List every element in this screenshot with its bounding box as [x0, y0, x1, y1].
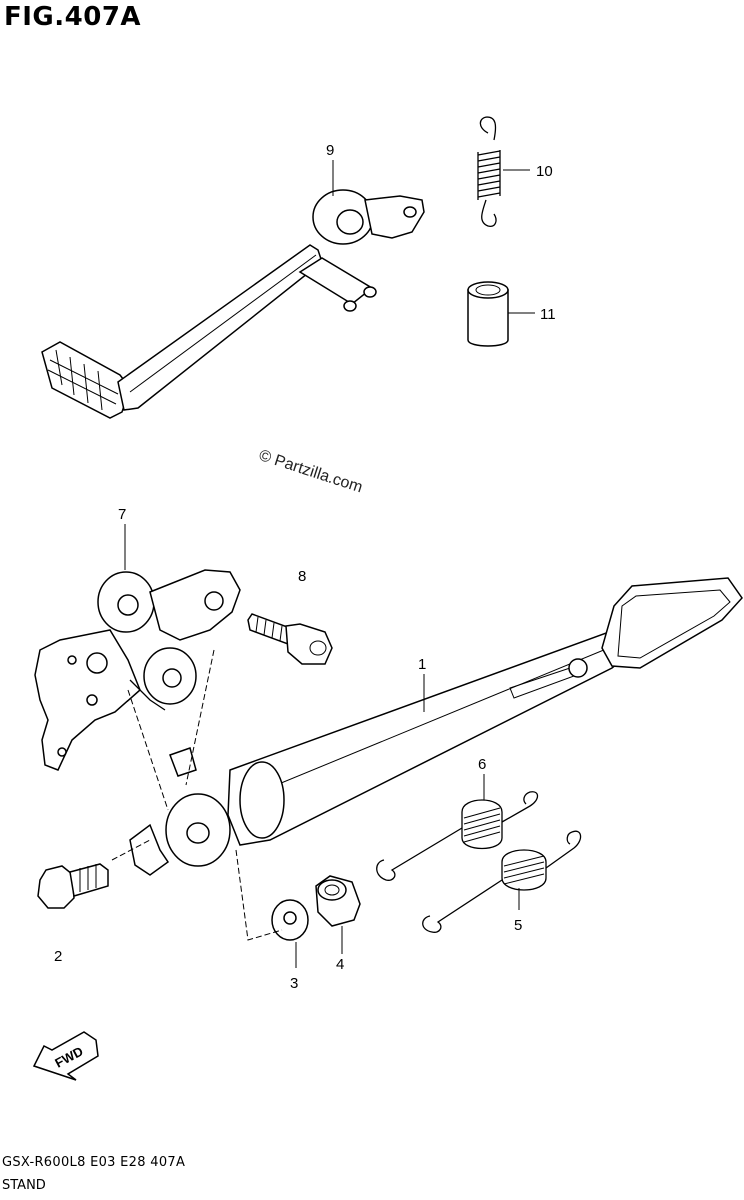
part-7-bracket[interactable] — [34, 569, 241, 771]
callout-8: 8 — [298, 568, 306, 585]
section-name: STAND — [2, 1178, 46, 1193]
callout-4: 4 — [336, 956, 344, 973]
part-5-spring[interactable] — [422, 830, 582, 933]
callout-7: 7 — [118, 506, 126, 523]
assembly-lines — [111, 649, 283, 941]
figure-title: FIG.407A — [4, 2, 142, 32]
part-11-collar[interactable] — [467, 281, 509, 347]
callout-1: 1 — [418, 656, 426, 673]
callout-6: 6 — [478, 756, 486, 773]
part-4-nut[interactable] — [315, 875, 361, 927]
fwd-arrow-icon: FWD — [32, 1031, 99, 1081]
model-line: GSX-R600L8 E03 E28 407A — [2, 1155, 186, 1170]
callout-5: 5 — [514, 917, 522, 934]
part-8-bolt[interactable] — [247, 613, 333, 665]
part-2-bolt[interactable] — [37, 863, 109, 909]
callout-10: 10 — [536, 163, 553, 180]
callout-9: 9 — [326, 142, 334, 159]
callout-labels: 9 10 11 7 8 1 6 5 4 3 2 — [54, 142, 556, 992]
part-3-washer[interactable] — [271, 899, 309, 941]
leader-lines — [124, 160, 535, 968]
part-6-spring[interactable] — [376, 791, 539, 881]
part-9-lever[interactable] — [41, 189, 425, 419]
part-10-spring[interactable] — [477, 116, 501, 227]
callout-2: 2 — [54, 948, 62, 965]
part-1-stand[interactable] — [129, 577, 743, 876]
callout-11: 11 — [540, 306, 556, 323]
callout-3: 3 — [290, 975, 298, 992]
